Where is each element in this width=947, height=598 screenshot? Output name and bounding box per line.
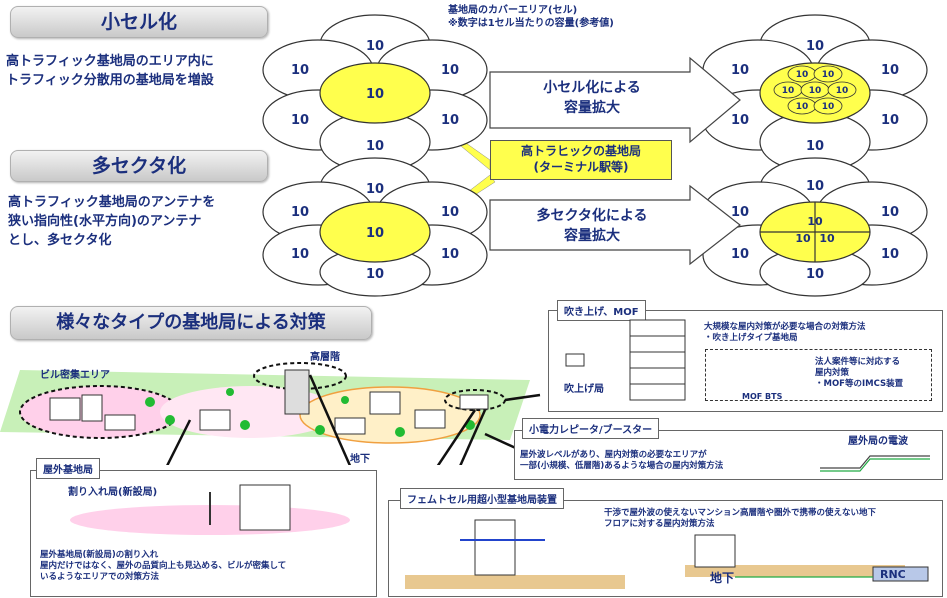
mof-illustration	[565, 319, 686, 401]
cell-value: 10	[822, 102, 835, 112]
mof-label: 吹き上げ、MOF	[557, 300, 646, 321]
repeater-illustration	[820, 455, 930, 472]
cell-cluster-2	[702, 14, 928, 173]
high-floor-label: 高層階	[310, 352, 340, 363]
cell-value: 10	[806, 139, 824, 154]
cell-cluster-4	[702, 157, 928, 297]
femto-underground-label: 地下	[710, 571, 735, 585]
cell-value: 10	[291, 247, 309, 262]
cell-value: 10	[366, 87, 384, 102]
cell-value: 10	[291, 63, 309, 78]
cell-value: 10	[731, 205, 749, 220]
blow-up-station-label: 吹上げ局	[564, 384, 604, 395]
cell-cluster-3	[262, 157, 488, 297]
femto-label: フェムトセル用超小型基地局装置	[400, 488, 564, 509]
small-cell-header: 小セル化	[10, 6, 268, 38]
mof-text-2: 法人案件等に対応する 屋内対策 ・MOF等のIMCS装置	[815, 357, 904, 389]
cell-value: 10	[782, 86, 795, 96]
cell-value: 10	[441, 247, 459, 262]
cell-value: 10	[731, 247, 749, 262]
cell-value: 10	[806, 267, 824, 282]
cell-value: 10	[291, 113, 309, 128]
small-cell-description: 高トラフィック基地局のエリア内に トラフィック分散用の基地局を増設	[6, 54, 214, 88]
cell-value: 10	[881, 247, 899, 262]
cell-value: 10	[807, 215, 823, 228]
cell-value: 10	[366, 139, 384, 154]
repeater-description: 屋外波レベルがあり、屋内対策の必要なエリアが 一部(小規模、低層階)あるような場…	[520, 450, 724, 471]
cell-diagrams: 10 10 10 10 10 10 10 10 10 10 10 10 10 1…	[262, 14, 928, 297]
mof-dashed-box	[705, 349, 932, 401]
cell-value: 10	[806, 39, 824, 54]
underground-label: 地下	[350, 454, 370, 465]
cell-value: 10	[731, 113, 749, 128]
mof-text-1: 大規模な屋内対策が必要な場合の対策方法 ・吹き上げタイプ基地局	[704, 322, 866, 343]
cell-values: 10 10 10 10 10 10 10 10 10 10 10 10 10 1…	[291, 39, 899, 282]
cut-in-station-label: 割り入れ局(新設局)	[68, 487, 158, 498]
multi-sector-description: 高トラフィック基地局のアンテナを 狭い指向性(水平方向)のアンテナ とし、多セク…	[8, 195, 216, 248]
cell-value: 10	[819, 232, 835, 245]
outdoor-description: 屋外基地局(新設局)の割り入れ 屋内だけではなく、屋外の品質向上も見込める、ビル…	[40, 550, 287, 582]
cell-cluster-1	[262, 14, 488, 173]
femto-description: 干渉で屋外波の使えないマンション高層階や圏外で携帯の使えない地下 フロアに対する…	[604, 508, 877, 529]
cell-value: 10	[881, 205, 899, 220]
cell-value: 10	[291, 205, 309, 220]
mof-panel	[548, 310, 943, 412]
rnc-label: RNC	[880, 568, 906, 581]
cell-value: 10	[809, 86, 822, 96]
cell-value: 10	[441, 63, 459, 78]
small-cells	[773, 65, 857, 115]
small-cell-values: 10 10 10 10 10 10 10	[782, 70, 849, 112]
cell-value: 10	[796, 102, 809, 112]
arrow-multi-sector	[489, 184, 741, 266]
cell-value: 10	[366, 267, 384, 282]
outdoor-illustration	[70, 484, 350, 535]
cell-value: 10	[366, 226, 384, 241]
cell-value: 10	[441, 205, 459, 220]
cell-value: 10	[366, 182, 384, 197]
cell-value: 10	[881, 63, 899, 78]
building-area-label: ビル密集エリア	[40, 370, 110, 381]
outdoor-radio-label: 屋外局の電波	[848, 436, 908, 447]
multi-sector-header: 多セクタ化	[10, 150, 268, 182]
cell-value: 10	[796, 70, 809, 80]
coverage-callout: 基地局のカバーエリア(セル) ※数字は1セル当たりの容量(参考値)	[448, 5, 614, 29]
multi-sector-arrow-label: 多セクタ化による 容量拡大	[536, 208, 648, 244]
repeater-label: 小電力レピータ/ブースター	[522, 418, 660, 439]
cell-value: 10	[806, 179, 824, 194]
various-stations-header: 様々なタイプの基地局による対策	[10, 306, 372, 340]
cell-value: 10	[441, 113, 459, 128]
cell-value: 10	[836, 86, 849, 96]
cell-value: 10	[795, 232, 811, 245]
sector-values: 10 10 10	[795, 215, 835, 245]
cell-value: 10	[881, 113, 899, 128]
cell-value: 10	[731, 63, 749, 78]
sector-lines	[760, 202, 870, 262]
arrow-small-cell	[489, 56, 741, 144]
small-cell-arrow-label: 小セル化による 容量拡大	[543, 80, 641, 116]
cell-value: 10	[366, 39, 384, 54]
mof-bts-label: MOF BTS	[742, 392, 783, 401]
femto-illustration	[405, 519, 929, 589]
city-scene	[0, 362, 541, 465]
outdoor-label: 屋外基地局	[36, 458, 100, 479]
high-traffic-station-box: 高トラヒックの基地局 (ターミナル駅等)	[490, 140, 672, 180]
cell-value: 10	[822, 70, 835, 80]
